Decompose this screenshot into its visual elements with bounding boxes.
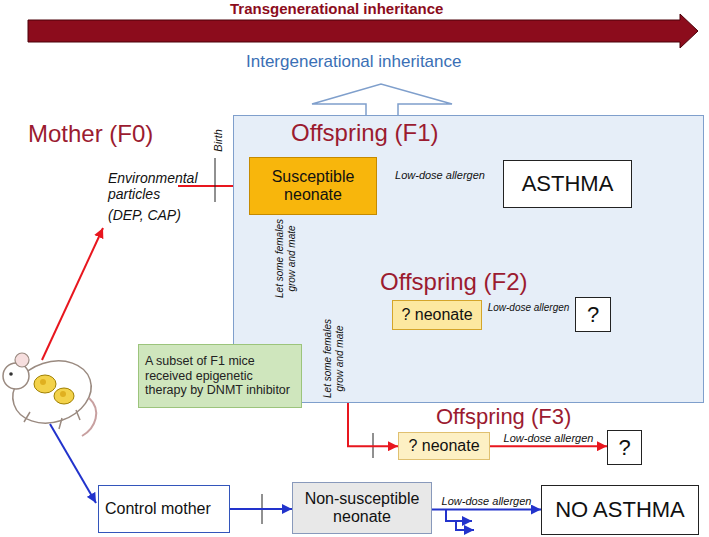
node-text: Non-susceptible neonate [297, 490, 427, 527]
event-label: Birth [212, 129, 225, 152]
callout-box: A subset of F1 mice received epigenetic … [138, 344, 302, 408]
edge-label: Low-dose allergen [504, 432, 594, 445]
node-text: ? [618, 435, 630, 460]
node-text: ? neonate [408, 437, 479, 455]
generation-label: Offspring (F3) [436, 404, 571, 429]
flow-arrow [230, 508, 292, 510]
outcome-box: ASTHMA [503, 160, 632, 208]
node-text: ASTHMA [522, 171, 614, 196]
outcome-box: ? [607, 430, 642, 465]
node-text: NO ASTHMA [555, 497, 685, 522]
exposure-label: (DEP, CAP) [108, 207, 181, 223]
flow-arrow [432, 509, 541, 511]
hollow-up-arrow [312, 84, 452, 116]
edge-label: Low-dose allergen [488, 302, 570, 314]
step-label: Let some females grow and mate [274, 216, 297, 300]
flow-arrow [490, 445, 607, 447]
mother-box: Control mother [98, 485, 230, 533]
node-text: Offspring (F1) [291, 119, 439, 147]
node-text: Susceptible neonate [254, 168, 372, 205]
exposure-label: Environmental particles [108, 170, 208, 202]
neonate-box: Non-susceptible neonate [292, 482, 432, 534]
neonate-box: ? neonate [398, 432, 490, 460]
node-text: A subset of F1 mice received epigenetic … [145, 354, 295, 397]
transgenerational-bar [28, 14, 698, 48]
node-text: ? [587, 302, 599, 327]
branch-arrows [446, 510, 474, 530]
edge-label: Low-dose allergen [442, 495, 532, 508]
generation-panel: Offspring (F1) Susceptible neonate ASTHMA?… [233, 115, 704, 403]
outcome-box: ? [575, 297, 611, 332]
axis-label: Transgenerational inheritance [230, 0, 443, 17]
mouse-illustration [3, 351, 99, 436]
node-text: ? neonate [401, 306, 472, 324]
bracket-label: Intergenerational inheritance [246, 52, 461, 72]
edge-label: Low-dose allergen [395, 169, 485, 182]
neonate-box: ? neonate [392, 300, 482, 330]
generation-label: Offspring (F2) [380, 268, 528, 296]
generation-label: Mother (F0) [28, 120, 153, 148]
step-label: Let some females grow and mate [322, 318, 345, 398]
node-text: Control mother [105, 500, 211, 518]
outcome-box: NO ASTHMA [541, 485, 699, 535]
neonate-box: Susceptible neonate [249, 157, 377, 215]
